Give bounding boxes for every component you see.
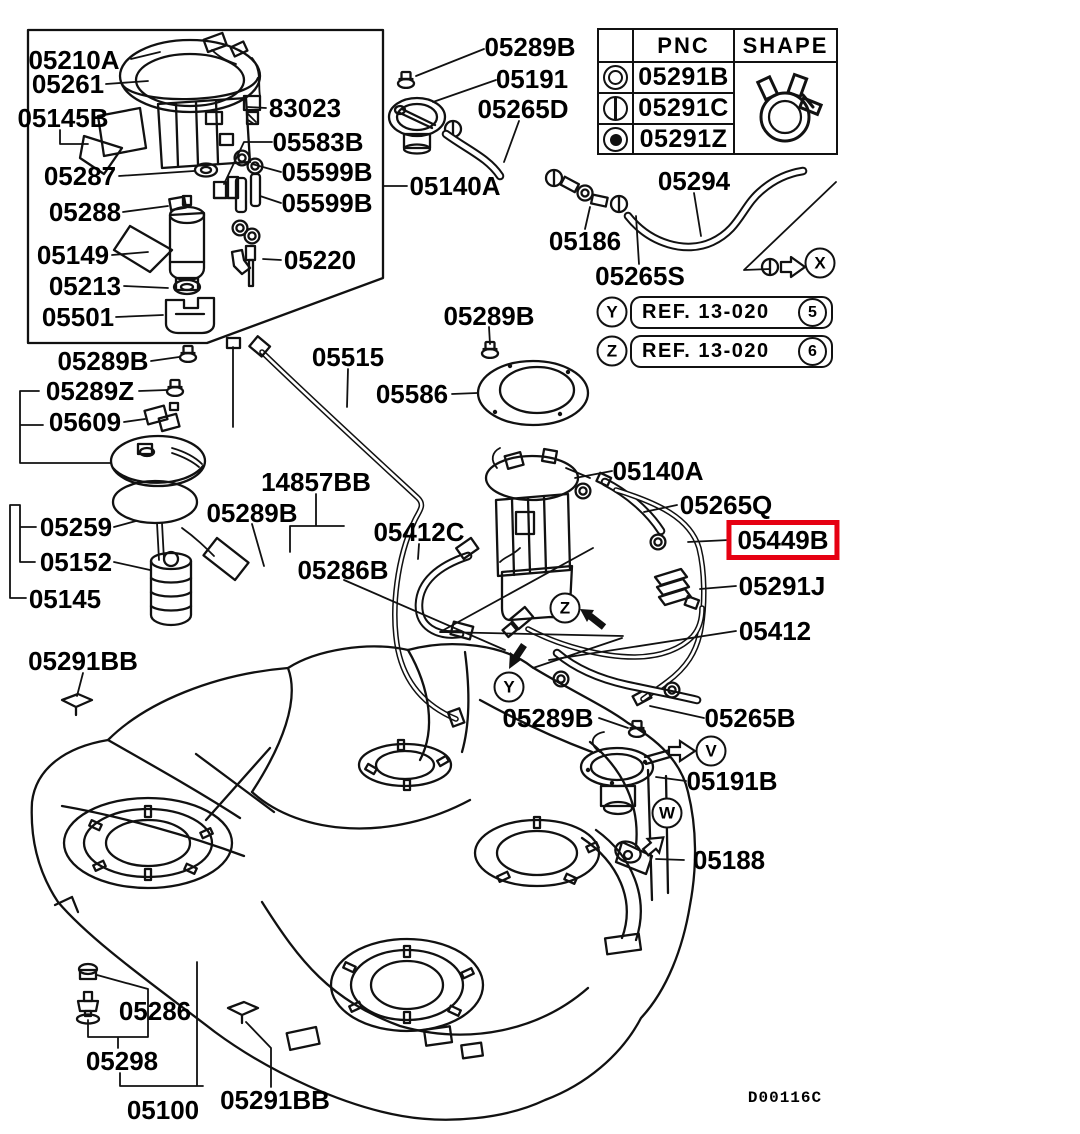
upper-assembly-box xyxy=(26,28,385,345)
drawing-code: D00116C xyxy=(747,1089,823,1107)
part-label-05100[interactable]: 05100 xyxy=(126,1095,200,1125)
part-label-05412c[interactable]: 05412C xyxy=(373,517,465,547)
part-label-05213[interactable]: 05213 xyxy=(48,271,122,301)
ref-label: REF. 13-020 xyxy=(642,340,770,362)
ref-label: REF. 13-020 xyxy=(642,301,770,323)
pnc-header: PNC xyxy=(632,30,733,61)
part-label-05298[interactable]: 05298 xyxy=(85,1046,159,1076)
part-label-05586[interactable]: 05586 xyxy=(375,379,449,409)
part-label-83023[interactable]: 83023 xyxy=(268,93,342,123)
part-label-05289b[interactable]: 05289B xyxy=(502,703,594,733)
ref-number-circle: 5 xyxy=(798,298,827,327)
fuel-tank-drawing xyxy=(30,643,697,1121)
ref-number-circle: 6 xyxy=(798,337,827,366)
part-label-05286b[interactable]: 05286B xyxy=(297,555,389,585)
shape-header: SHAPE xyxy=(733,30,836,61)
left-bracket-lines xyxy=(9,390,112,599)
part-label-05291bb[interactable]: 05291BB xyxy=(220,1085,330,1115)
fuel-sender-assembly-drawing xyxy=(109,336,250,627)
part-label-05289b[interactable]: 05289B xyxy=(443,301,535,331)
part-label-05289b[interactable]: 05289B xyxy=(484,32,576,62)
filler-cap-and-hoses-drawing xyxy=(387,70,837,279)
clamp-shape-drawing xyxy=(733,61,836,154)
part-label-05291bb[interactable]: 05291BB xyxy=(28,646,138,676)
part-label-05152[interactable]: 05152 xyxy=(39,547,113,577)
part-label-05261[interactable]: 05261 xyxy=(31,69,105,99)
fuel-pump-module-drawing xyxy=(78,31,264,335)
part-label-05286[interactable]: 05286 xyxy=(118,996,192,1026)
direction-arrows xyxy=(509,609,697,857)
part-label-05599b[interactable]: 05599B xyxy=(281,157,373,187)
part-label-05210a[interactable]: 05210A xyxy=(28,45,120,75)
part-label-05140a[interactable]: 05140A xyxy=(612,456,704,486)
pnc-shape-table: PNC SHAPE 05291B 05291C 05291Z xyxy=(597,28,838,155)
part-label-05140a[interactable]: 05140A xyxy=(409,171,501,201)
part-label-05220[interactable]: 05220 xyxy=(283,245,357,275)
part-label-05583b[interactable]: 05583B xyxy=(272,127,364,157)
part-label-05191b[interactable]: 05191B xyxy=(686,766,778,796)
part-label-05265b[interactable]: 05265B xyxy=(704,703,796,733)
part-label-05287[interactable]: 05287 xyxy=(43,161,117,191)
view-marker-y: Y xyxy=(493,671,525,703)
ref-box-z[interactable]: REF. 13-020 6 xyxy=(630,335,833,368)
part-label-05609[interactable]: 05609 xyxy=(48,407,122,437)
part-label-05294[interactable]: 05294 xyxy=(657,166,731,196)
part-label-05265s[interactable]: 05265S xyxy=(595,261,685,291)
view-marker-x: X xyxy=(804,247,836,279)
part-label-05289z[interactable]: 05289Z xyxy=(45,376,135,406)
part-label-14857bb[interactable]: 14857BB xyxy=(261,467,371,497)
part-label-05288[interactable]: 05288 xyxy=(48,197,122,227)
leader-lines xyxy=(59,48,737,1088)
pnc-symbol-slash-circle xyxy=(599,92,632,123)
part-label-05188[interactable]: 05188 xyxy=(692,845,766,875)
view-marker-z: Z xyxy=(549,592,581,624)
drain-plug-drawing xyxy=(75,962,101,1025)
view-marker-w: W xyxy=(651,797,683,829)
part-label-05449b[interactable]: 05449B xyxy=(726,520,840,560)
pnc-value[interactable]: 05291Z xyxy=(632,123,733,154)
hose-clamp-icon xyxy=(755,72,823,142)
part-label-05291j[interactable]: 05291J xyxy=(738,571,826,601)
part-label-05599b[interactable]: 05599B xyxy=(281,188,373,218)
pnc-table-corner-cell xyxy=(599,30,632,61)
ref-box-y[interactable]: REF. 13-020 5 xyxy=(630,296,833,329)
part-label-05501[interactable]: 05501 xyxy=(41,302,115,332)
part-label-05149[interactable]: 05149 xyxy=(36,240,110,270)
vent-valve-drawing xyxy=(579,719,672,876)
pnc-value[interactable]: 05291B xyxy=(632,61,733,92)
part-label-05265d[interactable]: 05265D xyxy=(477,94,569,124)
part-label-05186[interactable]: 05186 xyxy=(548,226,622,256)
part-label-05289b[interactable]: 05289B xyxy=(57,346,149,376)
pnc-symbol-double-circle xyxy=(599,61,632,92)
pnc-symbol-dot-circle xyxy=(599,123,632,154)
ref-marker-z: Z xyxy=(596,335,628,367)
center-pump-and-hoses-drawing xyxy=(248,335,703,728)
ref-marker-y: Y xyxy=(596,296,628,328)
part-label-05515[interactable]: 05515 xyxy=(311,342,385,372)
part-label-05265q[interactable]: 05265Q xyxy=(679,490,773,520)
part-label-05412[interactable]: 05412 xyxy=(738,616,812,646)
part-label-05191[interactable]: 05191 xyxy=(495,64,569,94)
view-marker-v: V xyxy=(695,735,727,767)
part-label-05289b[interactable]: 05289B xyxy=(206,498,298,528)
part-label-05145b[interactable]: 05145B xyxy=(17,103,109,133)
pnc-value[interactable]: 05291C xyxy=(632,92,733,123)
part-label-05259[interactable]: 05259 xyxy=(39,512,113,542)
part-label-05145[interactable]: 05145 xyxy=(28,584,102,614)
